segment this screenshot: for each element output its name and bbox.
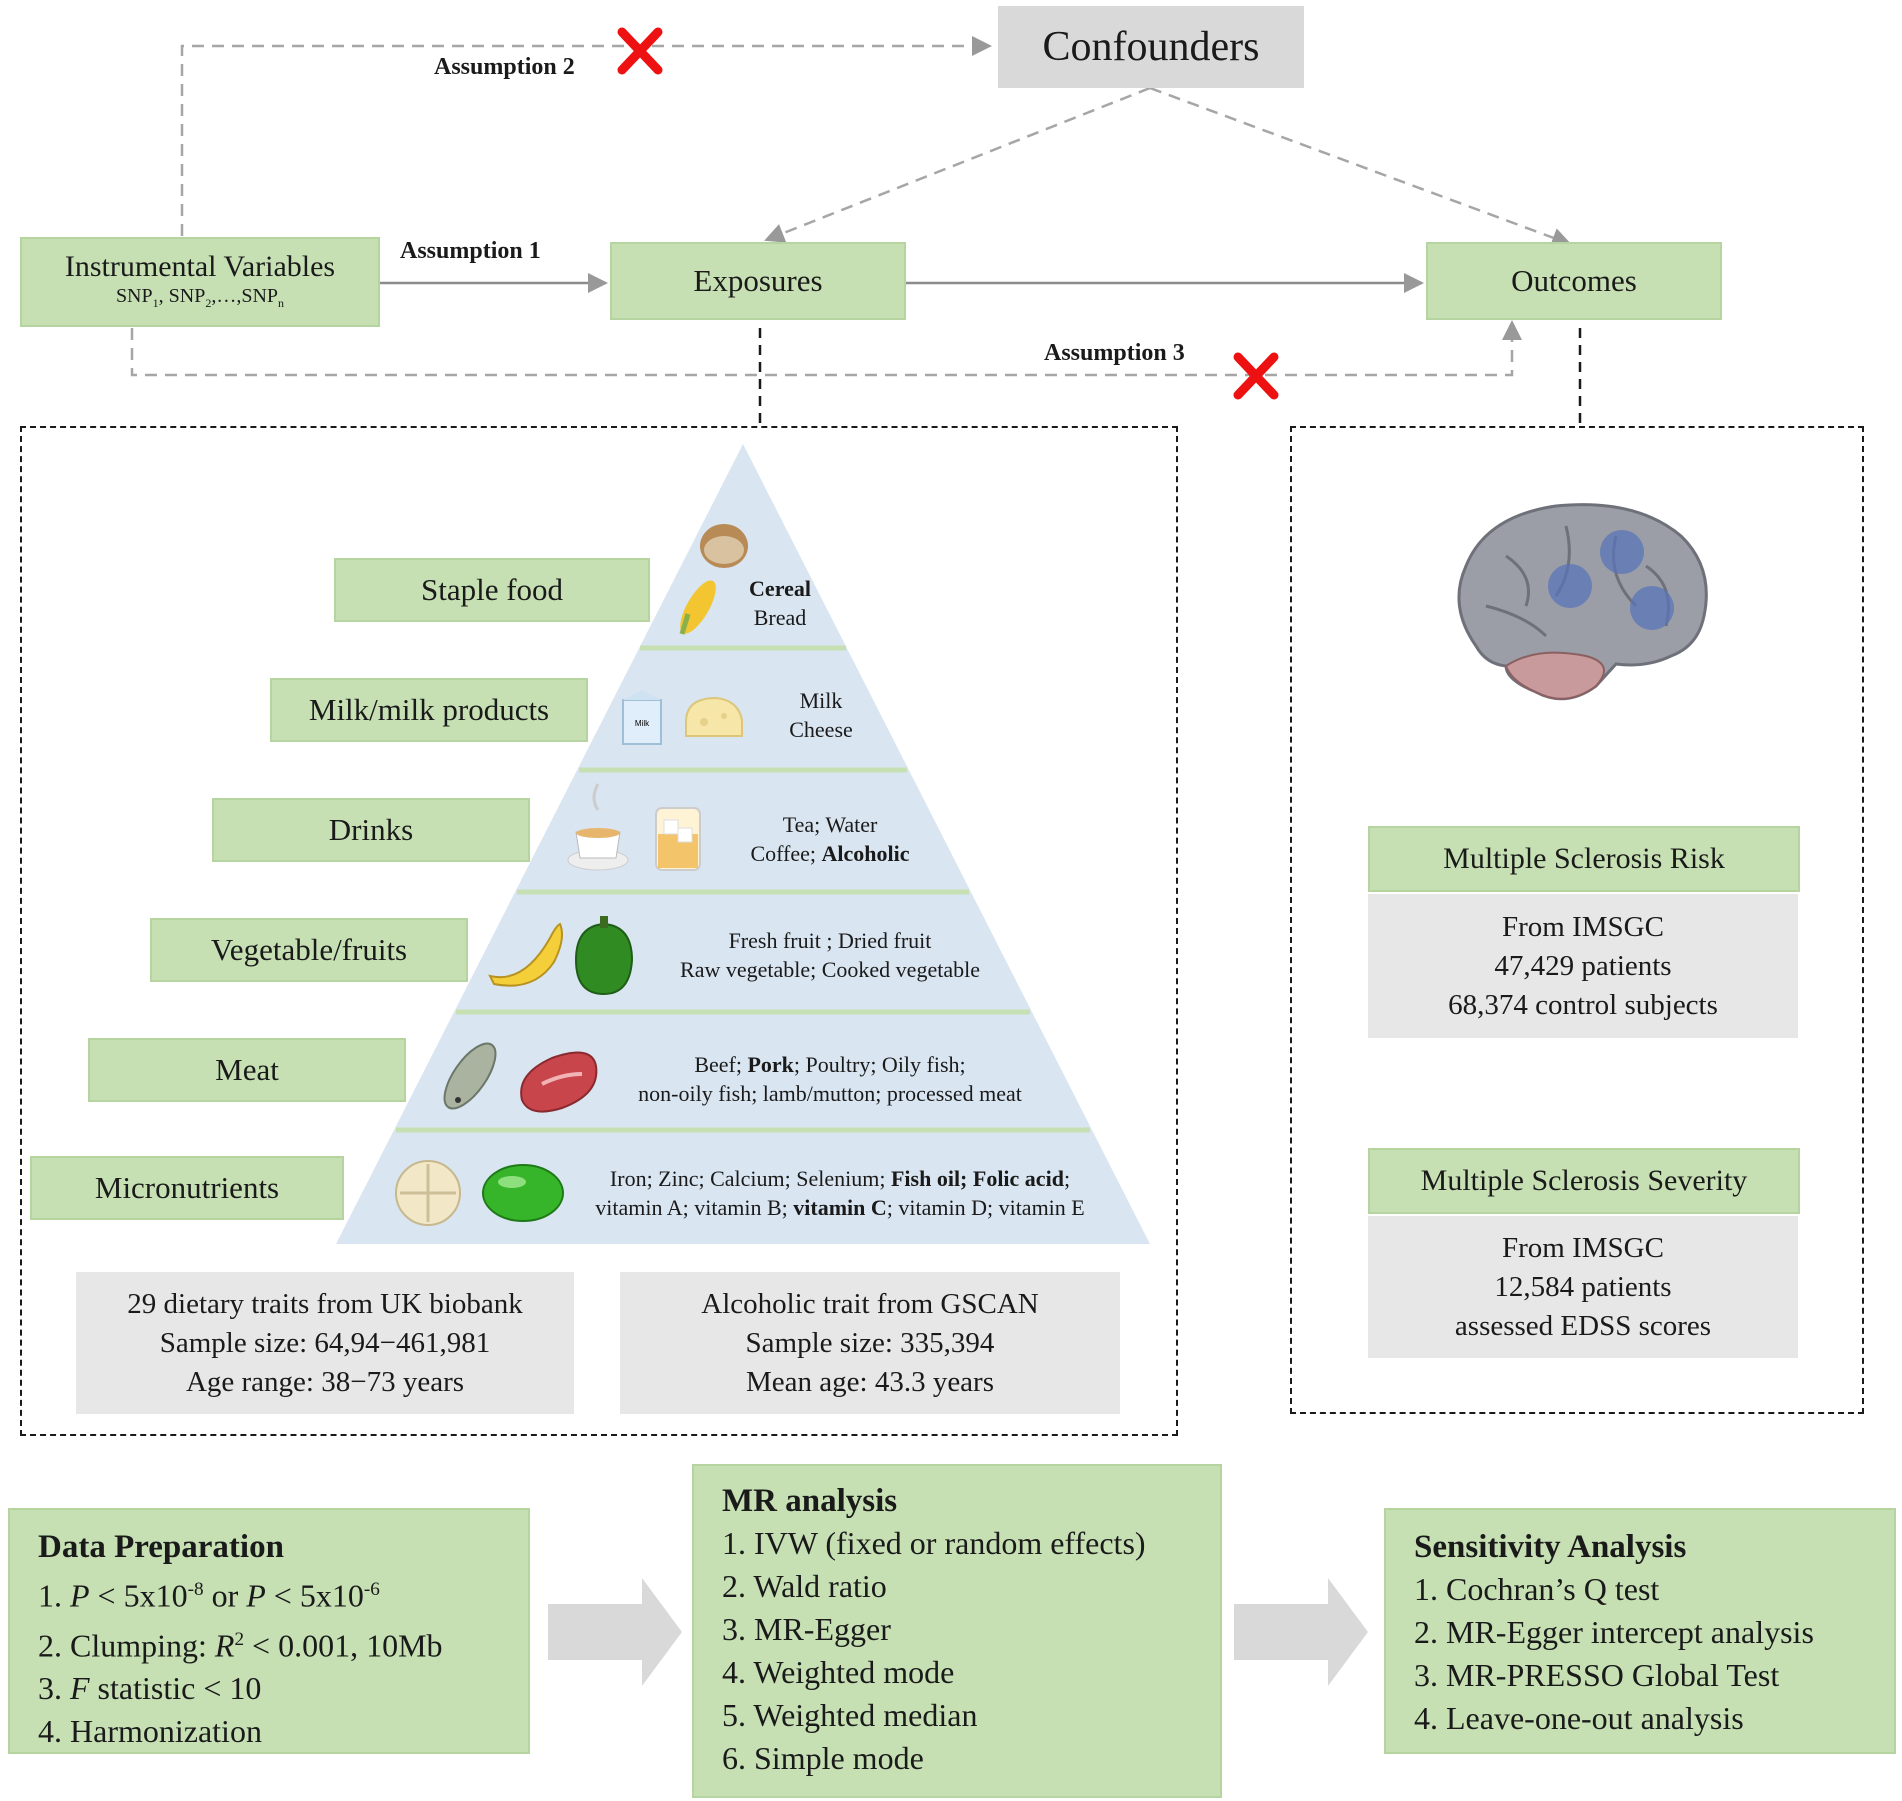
sensitivity-item: 4. Leave-one-out analysis [1414,1700,1744,1736]
tier-text-milk: Milk Cheese [789,688,853,742]
tier-text-drinks: Tea; Water Coffee; Alcoholic [750,812,910,866]
mr-analysis-title: MR analysis [722,1483,898,1519]
ms-severity-title: Multiple Sclerosis Severity [1368,1148,1800,1214]
outcomes-box: Outcomes [1426,242,1722,320]
tier-label-staple-food: Staple food [334,558,650,622]
coffee-cup-icon [567,783,629,871]
mr-to-sens-arrow [1234,1578,1368,1686]
iv-snp-list: SNP1, SNP2,…,SNPn [115,284,285,310]
tablet-icon [395,1160,461,1226]
ms-risk-title: Multiple Sclerosis Risk [1368,826,1800,892]
outcome-panel [1290,426,1864,1414]
tier-text-staple-food: Cereal Bread [749,576,811,630]
tier-label-drinks: Drinks [212,798,530,862]
fish-icon [443,1042,497,1110]
corn-icon [679,580,716,635]
milk-carton-text: Milk [635,719,650,728]
sensitivity-item: 1. Cochran’s Q test [1414,1571,1660,1607]
steak-icon [520,1051,598,1113]
cheese-icon [685,696,743,737]
mr-item: 5. Weighted median [722,1697,978,1733]
instrumental-variables-box: Instrumental Variables SNP1, SNP2,…,SNPn [20,237,380,327]
ms-severity-details: From IMSGC 12,584 patients assessed EDSS… [1368,1216,1798,1358]
prep-to-mr-arrow [548,1578,682,1686]
mr-item: 4. Weighted mode [722,1654,955,1690]
tier-text-meat: Beef; Pork; Poultry; Oily fish; non-oily… [638,1052,1022,1106]
assumption2-label: Assumption 2 [434,54,575,80]
tier-label-milk: Milk/milk products [270,678,588,742]
assumption3-label: Assumption 3 [1044,340,1185,366]
tier-label-micronutrients: Micronutrients [30,1156,344,1220]
banana-icon [488,922,563,987]
mr-item: 2. Wald ratio [722,1568,887,1604]
pyramid-tier-dividers [396,645,1090,1133]
assumption3-arrow [130,320,1522,377]
bread-icon [700,524,748,568]
assumption3-cross-icon [1233,352,1279,400]
ukb-source-box: 29 dietary traits from UK biobank Sample… [76,1272,574,1414]
mr-item: 6. Simple mode [722,1740,924,1776]
tier-text-micronutrients: Iron; Zinc; Calcium; Selenium; Fish oil;… [595,1166,1085,1220]
assumption2-cross-icon [617,27,663,75]
assumption2-arrow [180,36,992,236]
tier-label-meat: Meat [88,1038,406,1102]
green-pepper-icon [574,916,634,996]
confounders-box: Confounders [998,6,1304,88]
sensitivity-analysis-box: Sensitivity Analysis 1. Cochran’s Q test… [1384,1508,1896,1754]
confounder-to-outcome-arrow [1149,86,1572,248]
capsule-icon [482,1164,564,1222]
iv-title: Instrumental Variables [64,249,336,283]
sensitivity-item: 2. MR-Egger intercept analysis [1414,1614,1814,1650]
gscan-source-box: Alcoholic trait from GSCAN Sample size: … [620,1272,1120,1414]
milk-carton-icon: Milk [622,690,662,745]
whisky-glass-icon [655,807,701,871]
ms-risk-details: From IMSGC 47,429 patients 68,374 contro… [1368,894,1798,1038]
data-preparation-box: Data Preparation 1. P < 5x10-8 or P < 5x… [8,1508,530,1754]
prep-item-2: 2. Clumping: R2 < 0.001, 10Mb [38,1627,443,1664]
data-preparation-title: Data Preparation [38,1529,284,1565]
sensitivity-item: 3. MR-PRESSO Global Test [1414,1657,1780,1693]
sensitivity-analysis-title: Sensitivity Analysis [1414,1529,1687,1565]
confounder-to-exposure-arrow [764,86,1151,243]
mr-item: 1. IVW (fixed or random effects) [722,1525,1146,1561]
brain-icon [1457,503,1708,701]
exposure-panel [20,426,1178,1436]
prep-item-3: 3. F statistic < 10 [38,1670,262,1707]
mr-item: 3. MR-Egger [722,1611,891,1647]
mr-analysis-box: MR analysis 1. IVW (fixed or random effe… [692,1464,1222,1798]
food-pyramid [336,444,1150,1244]
exposures-box: Exposures [610,242,906,320]
prep-item-4: 4. Harmonization [38,1713,262,1750]
prep-item-1: 1. P < 5x10-8 or P < 5x10-6 [38,1577,380,1614]
tier-label-vegetable-fruits: Vegetable/fruits [150,918,468,982]
tier-text-vegetable-fruits: Fresh fruit ; Dried fruit Raw vegetable;… [680,928,980,982]
assumption1-label: Assumption 1 [400,238,541,264]
